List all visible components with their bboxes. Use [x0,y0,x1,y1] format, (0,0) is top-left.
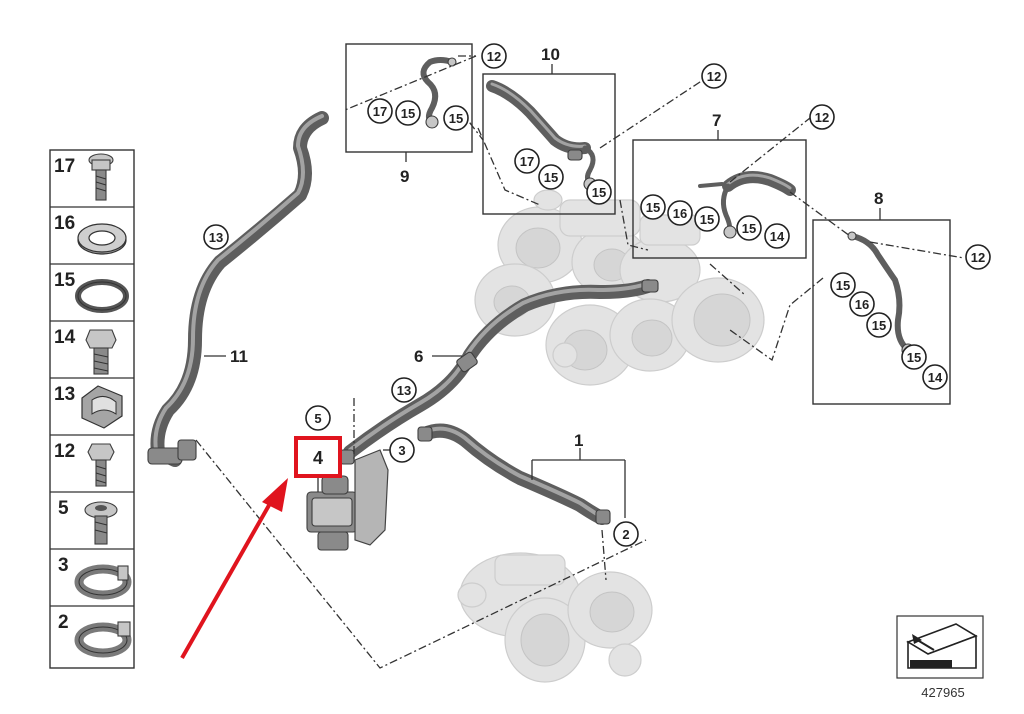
label-9: 9 [400,167,409,186]
banjo-bolt-icon [88,153,114,201]
turbocharger-ghost-upper [474,189,765,386]
callout-15-box7-a: 15 [646,200,660,215]
label-7: 7 [712,111,721,130]
callout-3: 3 [398,443,405,458]
legend-item-17: 17 [54,156,75,177]
parts-legend-table: 17 16 15 14 13 12 5 3 2 [49,149,135,669]
callout-13-hose-6: 13 [397,383,411,398]
group-box-9 [345,43,473,153]
coolant-hose-6 [343,279,659,459]
coolant-hose-1 [417,423,611,525]
callout-2: 2 [622,527,629,542]
legend-item-14: 14 [54,327,76,348]
legend-item-13: 13 [54,384,75,405]
callout-15-box10-a: 15 [544,170,558,185]
callout-15-box7-c: 15 [742,221,756,236]
label-8: 8 [874,189,883,208]
callout-12-box10: 12 [707,69,721,84]
legend-item-15: 15 [54,270,76,291]
callout-15-box9-a: 15 [401,106,415,121]
dashed-leaders [195,55,965,669]
legend-item-3: 3 [58,555,69,576]
callout-13-hose-11: 13 [209,230,223,245]
coolant-hose-10 [486,80,597,191]
hollow-bolt-icon [85,329,117,375]
hose-holder-icon [81,385,123,429]
leader-lines [204,64,881,518]
callout-14-box7: 14 [770,229,785,244]
turbocharger-ghost-lower [457,552,653,683]
callout-5: 5 [314,411,321,426]
callout-15-box10-b: 15 [592,185,606,200]
flange-screw-icon [84,501,118,545]
red-pointer-arrow [180,478,288,659]
label-10: 10 [541,45,560,64]
legend-item-12: 12 [54,441,75,462]
hose-clamp-icon [74,564,132,600]
callout-12-box8: 12 [971,250,985,265]
orientation-icon [906,623,978,669]
callout-15-box9-b: 15 [449,111,463,126]
label-1: 1 [574,431,583,450]
electric-coolant-pump [306,449,389,551]
callout-12-box9: 12 [487,49,501,64]
callout-15-box8-b: 15 [872,318,886,333]
callout-17-box10: 17 [520,154,534,169]
callout-15-box8-c: 15 [907,350,921,365]
callouts: 13 13 5 3 2 12 12 12 12 17 15 15 17 15 1… [203,43,991,547]
group-box-8 [812,219,951,405]
legend-item-5: 5 [58,498,69,519]
part-4-label: 4 [313,448,323,468]
callout-16-box8: 16 [855,297,869,312]
legend-item-2: 2 [58,612,69,633]
callout-16-box7: 16 [673,206,687,221]
diagram-number: 427965 [921,685,964,700]
group-box-10 [482,73,616,215]
callout-14-box8: 14 [928,370,943,385]
seal-ring-icon [75,279,129,313]
callout-17-box9: 17 [373,104,387,119]
coolant-hose-7 [698,171,796,239]
spring-clamp-icon [74,621,132,658]
legend-item-16: 16 [54,213,75,234]
coolant-pipe-9 [420,57,457,129]
hex-screw-icon [87,443,115,487]
callout-15-box8-a: 15 [836,278,850,293]
sealing-washer-icon [77,223,127,255]
highlighted-part-4[interactable]: 4 [294,436,342,478]
callout-12-box7: 12 [815,110,829,125]
label-11: 11 [230,347,248,366]
label-6: 6 [414,347,423,366]
coolant-hose-11 [147,111,329,467]
callout-15-box7-b: 15 [700,212,714,227]
group-box-7 [632,139,807,259]
